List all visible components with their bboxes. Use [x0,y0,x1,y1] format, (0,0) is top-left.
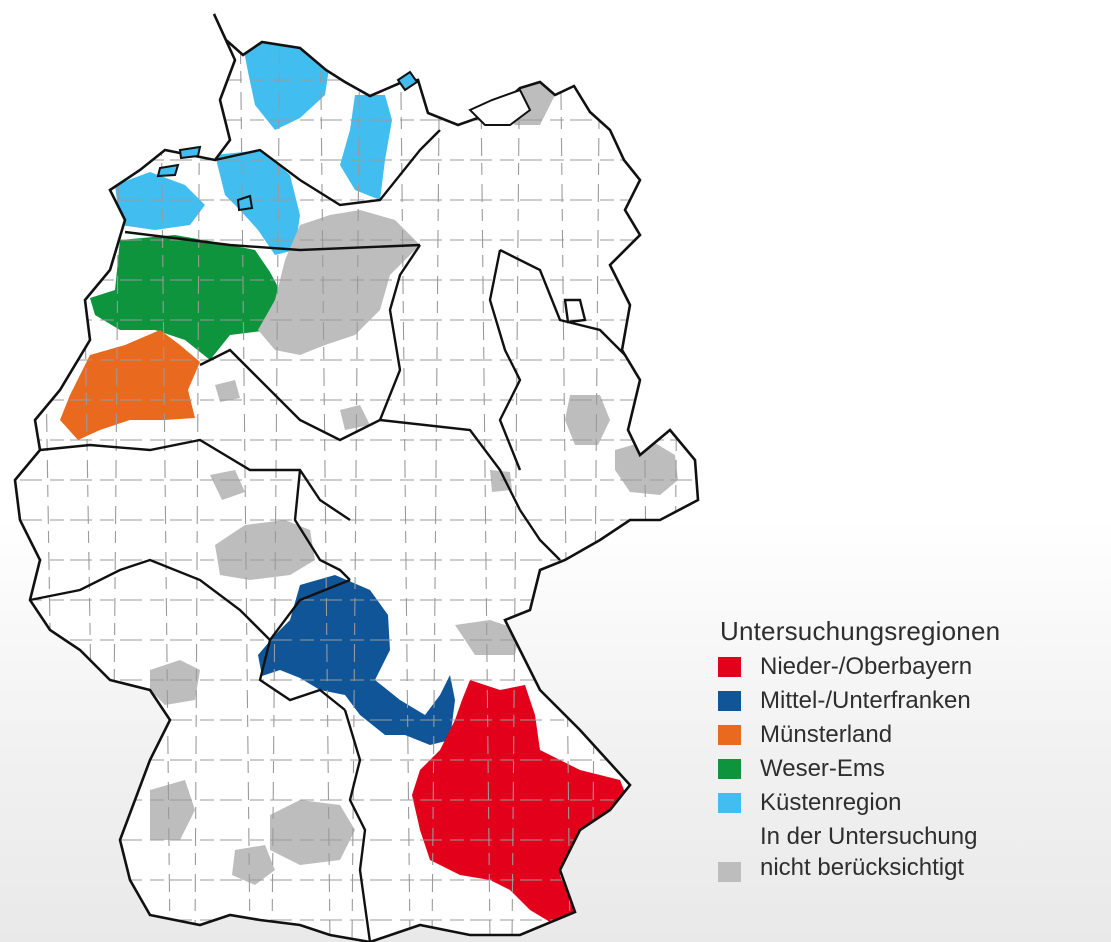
legend-label-weser-ems: Weser-Ems [760,755,885,782]
legend-item-not-considered: In der Untersuchung nicht berücksichtigt [706,821,1106,883]
legend-item-weser-ems: Weser-Ems [706,753,1106,784]
legend-swatch-muensterland [718,725,741,745]
region-mittel-unterfranken [258,575,455,745]
country-border [13,13,700,942]
legend-swatch-weser-ems [718,759,741,779]
legend-swatch-mittel-unterfranken [718,691,741,711]
islands [156,70,419,212]
legend-swatch-not-considered [718,862,741,882]
legend-item-kuestenregion: Küstenregion [706,787,1106,818]
legend: Untersuchungsregionen Nieder-/Oberbayern… [706,614,1106,883]
region-muensterland [60,330,200,440]
state-borders [29,129,631,942]
legend-label-muensterland: Münsterland [760,721,893,748]
baltic-islands [468,88,532,126]
region-nieder-oberbayern [412,680,628,925]
legend-item-muensterland: Münsterland [706,719,1106,750]
legend-label-not-considered-line1: In der Untersuchung [760,823,978,850]
legend-label-mittel-unterfranken: Mittel-/Unterfranken [760,687,971,714]
legend-swatch-kuestenregion [718,793,741,813]
legend-label-kuestenregion: Küstenregion [760,789,902,816]
legend-label-not-considered: In der Untersuchung nicht berücksichtigt [760,821,977,883]
legend-label-not-considered-line2: nicht berücksichtigt [760,854,965,881]
legend-label-nieder-oberbayern: Nieder-/Oberbayern [760,653,973,680]
legend-swatch-nieder-oberbayern [718,657,741,677]
region-weser-ems [90,235,285,360]
legend-item-nieder-oberbayern: Nieder-/Oberbayern [706,651,1106,682]
legend-item-mittel-unterfranken: Mittel-/Unterfranken [706,685,1106,716]
legend-title: Untersuchungsregionen [720,616,1001,646]
